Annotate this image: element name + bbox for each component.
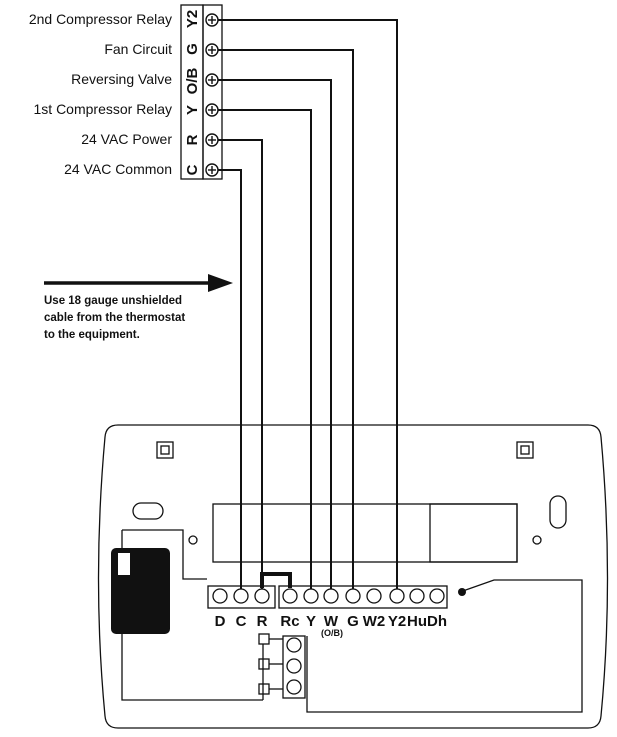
label-y: 1st Compressor Relay	[34, 101, 173, 117]
wire-ob	[218, 79, 332, 595]
cable-note: Use 18 gauge unshielded cable from the t…	[44, 274, 233, 341]
terminal-r: R	[257, 613, 268, 630]
terminal-c: C	[236, 613, 247, 630]
auxiliary-terminals	[258, 633, 306, 700]
label-c: 24 VAC Common	[64, 161, 172, 177]
terminal-strip-right: Rc Y W (O/B) G W2 Y2 Hu Dh	[278, 585, 466, 638]
terminal-strip-left: D C R	[207, 585, 276, 630]
terminal-y: Y	[306, 613, 316, 630]
wire-y2	[218, 19, 398, 595]
label-r: 24 VAC Power	[81, 131, 172, 147]
label-y2: 2nd Compressor Relay	[29, 11, 172, 27]
code-y2: Y2	[184, 10, 201, 28]
code-r: R	[184, 134, 201, 145]
code-g: G	[184, 43, 201, 55]
terminal-rc: Rc	[280, 613, 299, 630]
terminal-w-sublabel: (O/B)	[321, 628, 343, 638]
label-ob: Reversing Valve	[71, 71, 172, 87]
terminal-hu: Hu	[407, 613, 427, 630]
wire-c	[218, 169, 242, 595]
wire-r	[218, 139, 263, 595]
terminal-w2: W2	[363, 613, 386, 630]
wires	[218, 19, 398, 595]
equipment-labels: 2nd Compressor Relay Fan Circuit Reversi…	[29, 11, 173, 177]
terminal-dh: Dh	[427, 613, 447, 630]
terminal-w: W	[324, 613, 339, 630]
note-line-1: Use 18 gauge unshielded	[44, 295, 182, 307]
terminal-y2: Y2	[388, 613, 406, 630]
terminal-d: D	[215, 613, 226, 630]
screw-icon	[205, 13, 219, 177]
code-c: C	[184, 164, 201, 175]
code-y: Y	[184, 105, 201, 115]
code-ob: O/B	[184, 68, 201, 95]
note-line-2: cable from the thermostat	[44, 312, 185, 324]
wire-g	[218, 49, 354, 595]
battery-compartment	[111, 548, 170, 634]
equipment-terminal-block: Y2 G O/B Y R C	[180, 4, 223, 180]
jumper	[260, 572, 292, 588]
arrow-head-icon	[208, 274, 233, 292]
note-line-3: to the equipment.	[44, 329, 140, 341]
label-g: Fan Circuit	[104, 41, 172, 57]
terminal-g: G	[347, 613, 359, 630]
wire-y	[218, 109, 312, 595]
